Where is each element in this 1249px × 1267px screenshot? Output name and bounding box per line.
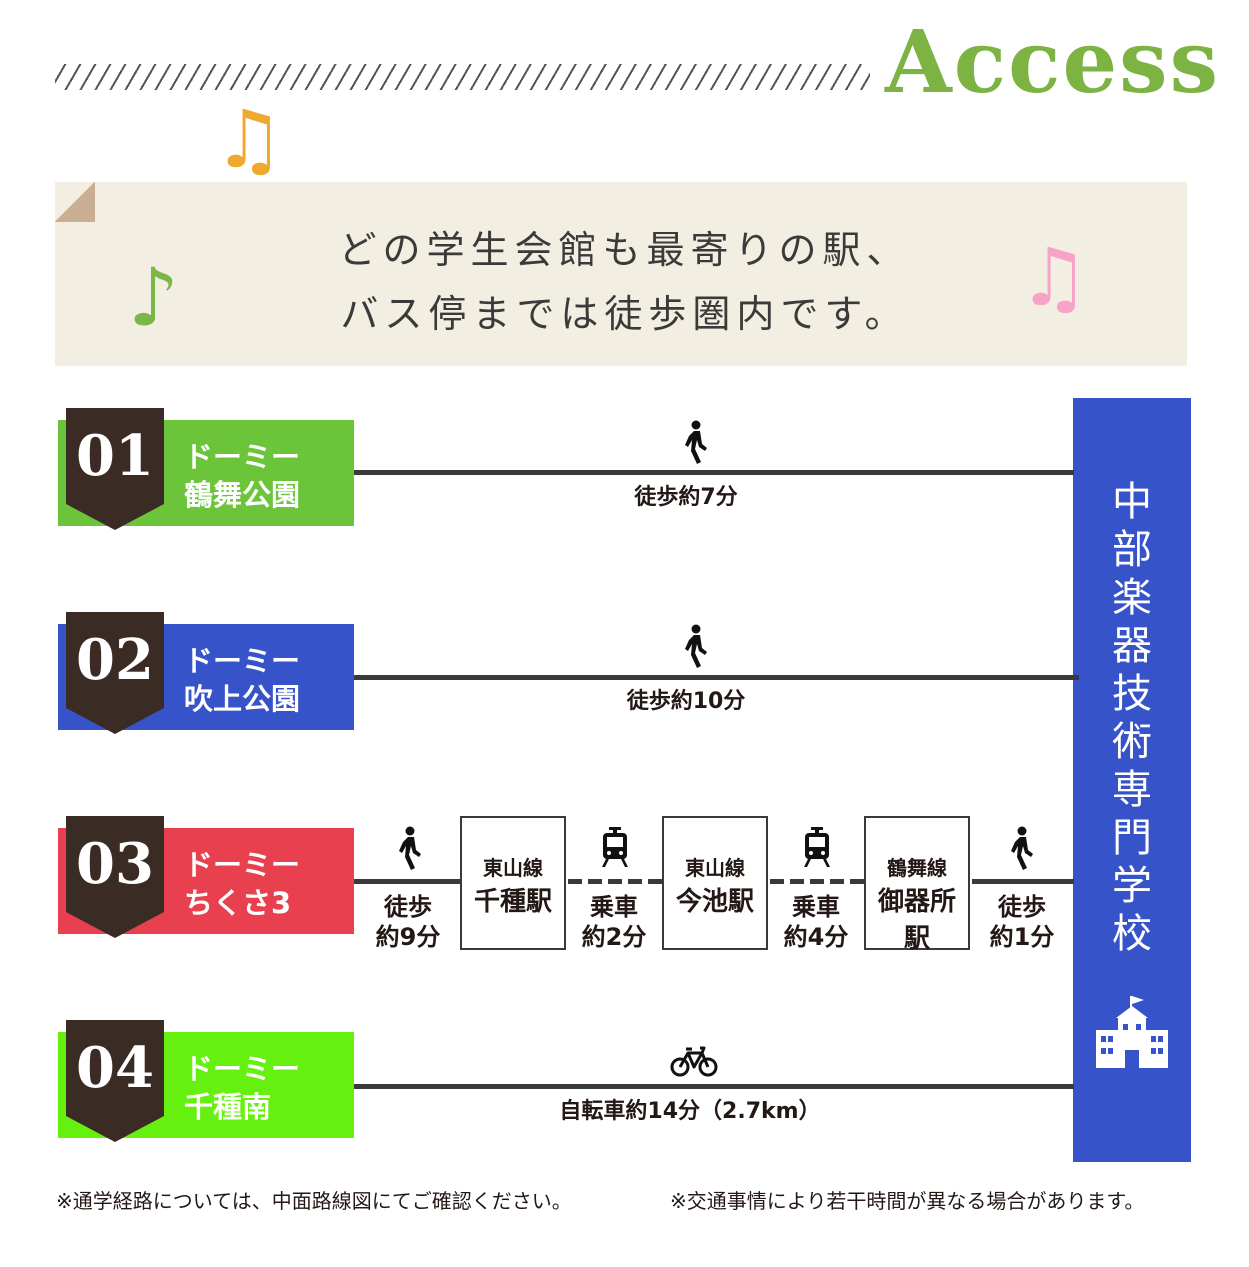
- music-note-icon: ♫: [213, 93, 285, 186]
- walk-icon: [685, 420, 707, 464]
- panel-folded-corner: [55, 182, 95, 222]
- station-badge-04: [66, 1020, 164, 1116]
- station-badge-03: [66, 816, 164, 912]
- music-note-icon: ♫: [1018, 231, 1090, 324]
- school-name-char: 学: [1112, 863, 1152, 909]
- school-name-char: 楽: [1112, 575, 1152, 621]
- train-icon: [602, 827, 628, 867]
- badge-tip: [66, 912, 164, 938]
- route-caption: 徒歩約10分: [626, 689, 746, 714]
- station-number: 04: [76, 1035, 154, 1101]
- school-name-char: 技: [1112, 671, 1152, 717]
- station-number: 03: [76, 831, 154, 897]
- segment-caption: 徒歩約1分: [989, 893, 1055, 951]
- music-note-icon: ♪: [128, 251, 180, 344]
- station-name: ドーミー ちくさ3: [184, 848, 301, 920]
- school-name-char: 専: [1112, 767, 1152, 813]
- school-name-text: 中部楽器技術専門学校: [1073, 478, 1191, 958]
- train-icon: [804, 827, 830, 867]
- school-building-icon: [1096, 996, 1168, 1068]
- walk-icon: [685, 624, 707, 668]
- segment-caption: 乗車約2分: [581, 893, 647, 951]
- school-name-char: 中: [1112, 479, 1152, 525]
- badge-tip: [66, 708, 164, 734]
- train-route-line: [568, 879, 662, 884]
- route-line: [354, 470, 1074, 475]
- bicycle-icon: [670, 1046, 718, 1077]
- school-name-char: 術: [1112, 719, 1152, 765]
- station-number: 01: [76, 423, 154, 489]
- badge-tip: [66, 504, 164, 530]
- school-name-char: 器: [1112, 623, 1152, 669]
- route-caption: 自転車約14分（2.7km）: [559, 1099, 821, 1124]
- route-line: [972, 879, 1074, 884]
- station-number: 02: [76, 627, 154, 693]
- page-title: Access: [885, 12, 1221, 113]
- station-name: ドーミー 吹上公園: [184, 644, 301, 716]
- station-box: 東山線 千種駅: [460, 816, 566, 950]
- station-badge-02: [66, 612, 164, 708]
- footnote-left: ※通学経路については、中面路線図にてご確認ください。: [56, 1189, 572, 1213]
- walk-icon: [399, 826, 421, 870]
- school-name-char: 校: [1112, 911, 1152, 957]
- segment-caption: 徒歩約9分: [375, 893, 441, 951]
- message-line-2: バス停までは徒歩圏内です。: [340, 292, 909, 336]
- message-line-1: どの学生会館も最寄りの駅、: [338, 228, 911, 272]
- route-line: [354, 879, 460, 884]
- route-line: [354, 1084, 1074, 1089]
- school-name-char: 部: [1112, 527, 1152, 573]
- station-badge-01: [66, 408, 164, 504]
- station-name: ドーミー 千種南: [184, 1052, 301, 1124]
- segment-caption: 乗車約4分: [783, 893, 849, 951]
- station-box: 東山線 今池駅: [662, 816, 768, 950]
- message-text: どの学生会館も最寄りの駅、 バス停までは徒歩圏内です。: [0, 218, 1249, 346]
- school-name-char: 門: [1112, 815, 1152, 861]
- message-panel: [55, 182, 1187, 366]
- station-name: ドーミー 鶴舞公園: [184, 440, 301, 512]
- train-route-line: [770, 879, 864, 884]
- school-name: 中部楽器技術専門学校: [1073, 478, 1191, 958]
- route-line: [354, 675, 1079, 680]
- station-box: 鶴舞線 御器所駅: [864, 816, 970, 954]
- badge-tip: [66, 1116, 164, 1142]
- route-caption: 徒歩約7分: [634, 485, 738, 510]
- walk-icon: [1011, 826, 1033, 870]
- footnote-right: ※交通事情により若干時間が異なる場合があります。: [670, 1189, 1145, 1213]
- header-hatch-divider: [55, 64, 870, 90]
